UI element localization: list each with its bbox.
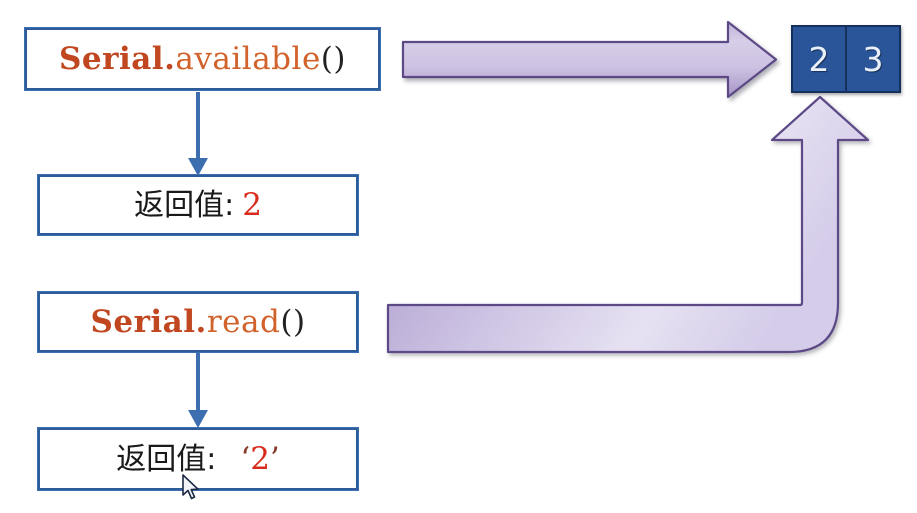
arrow-read-to-return (188, 353, 208, 428)
serial-available-call-box[interactable]: Serial.available() (24, 27, 381, 91)
return-value: 2 (250, 440, 270, 477)
code-dot: . (195, 303, 207, 340)
read-return-value-text: 返回值: ‘2’ (116, 440, 280, 477)
code-object-serial: Serial (90, 303, 196, 340)
arrow-buffer-to-read (386, 95, 870, 354)
code-dot: . (164, 40, 176, 77)
code-object-serial: Serial (59, 40, 165, 77)
return-value: 2 (242, 186, 262, 223)
serial-available-call-text: Serial.available() (59, 40, 346, 77)
code-method-read: read (206, 303, 281, 340)
code-parens: () (280, 303, 306, 340)
return-label: 返回值: (134, 187, 235, 223)
return-label: 返回值: (116, 441, 217, 477)
serial-read-call-box[interactable]: Serial.read() (37, 291, 359, 353)
open-quote: ‘ (240, 440, 251, 477)
arrow-available-to-buffer (401, 20, 778, 99)
close-quote: ’ (269, 440, 280, 477)
available-return-value-box[interactable]: 返回值:2 (37, 174, 359, 236)
arrow-available-to-return (188, 92, 208, 176)
buffer-cell-1[interactable]: 3 (845, 27, 899, 91)
serial-read-call-text: Serial.read() (90, 303, 306, 340)
buffer-cell-0[interactable]: 2 (793, 27, 845, 91)
code-parens: () (320, 40, 346, 77)
available-return-value-text: 返回值:2 (134, 186, 262, 223)
serial-receive-buffer[interactable]: 2 3 (791, 25, 901, 93)
mouse-pointer-icon (182, 474, 199, 500)
code-method-available: available (175, 40, 321, 77)
